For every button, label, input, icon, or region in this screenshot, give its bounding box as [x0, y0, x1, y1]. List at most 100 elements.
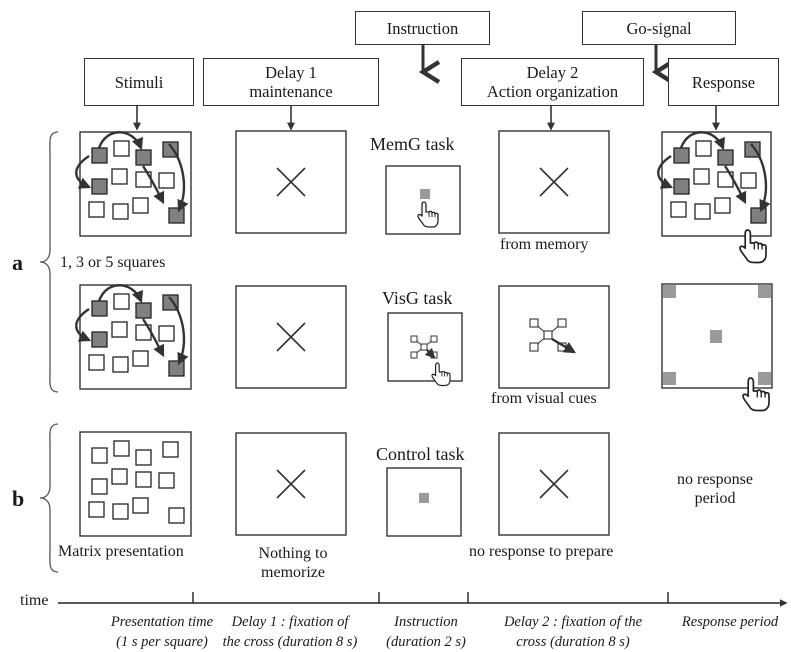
period-response: Response period — [670, 612, 790, 632]
control-instruction-cue — [419, 493, 429, 503]
response-header-text: Response — [691, 72, 756, 92]
period-presentation: Presentation time (1 s per square) — [92, 612, 232, 652]
visg-stimuli-matrix — [75, 284, 189, 377]
memg-response-matrix-square-5 — [693, 168, 710, 185]
visg-stimuli-matrix-path-arrow-2 — [142, 318, 165, 358]
visg-delay2-cue-star — [529, 318, 577, 354]
memg-delay1-cross-stroke-2 — [276, 167, 306, 197]
delay2-header-line2: Action organization — [486, 82, 619, 101]
memg-response-matrix-square-7 — [740, 172, 757, 189]
visg-delay1-cross — [276, 322, 306, 352]
memg-response-matrix — [657, 131, 771, 224]
memg-stimuli-matrix-square-0 — [91, 147, 108, 164]
visg-response-corner-1 — [758, 285, 771, 298]
memg-stimuli-matrix-square-5 — [111, 168, 128, 185]
visg-instruction-cue-star — [410, 335, 438, 359]
control-stimuli-matrix-square-5 — [111, 468, 128, 485]
control-stimuli-matrix-square-8 — [88, 501, 105, 518]
visg-delay1-cross-stroke-2 — [276, 322, 306, 352]
memg-response-matrix-square-0 — [673, 147, 690, 164]
period-instruction-line1: Instruction — [394, 614, 458, 630]
period-presentation-line1: Presentation time — [110, 614, 214, 630]
period-presentation-line2: (1 s per square) — [116, 634, 208, 650]
control-stimuli-matrix-square-1 — [113, 440, 130, 457]
visg-stimuli-matrix-square-8 — [88, 354, 105, 371]
visg-stimuli-matrix-square-1 — [113, 293, 130, 310]
control-task-label: Control task — [376, 444, 465, 464]
memg-stimuli-matrix — [75, 131, 189, 224]
from-memory-label: from memory — [500, 236, 589, 253]
no-response-line2: period — [694, 490, 736, 507]
period-instruction: Instruction (duration 2 s) — [374, 612, 478, 652]
visg-d2-box-0 — [529, 318, 539, 328]
memg-response-matrix-square-8 — [670, 201, 687, 218]
visg-stimuli-matrix-path-arrow-0 — [97, 284, 143, 304]
go-signal-header: Go-signal — [582, 11, 736, 45]
nothing-to-memorize-label: Nothing to memorize — [238, 544, 348, 582]
control-delay1-cross — [276, 469, 306, 499]
visg-instr-box-1 — [430, 335, 438, 343]
memg-stimuli-matrix-square-7 — [158, 172, 175, 189]
control-delay2-cross — [539, 469, 569, 499]
memg-response-matrix-square-9 — [694, 203, 711, 220]
period-delay2-line1: Delay 2 : fixation of the — [503, 614, 643, 630]
visg-stimuli-matrix-square-5 — [111, 321, 128, 338]
visg-response-corner-3 — [758, 372, 771, 385]
from-visual-cues-label: from visual cues — [491, 390, 597, 407]
period-delay1-line2: the cross (duration 8 s) — [222, 634, 358, 650]
visg-stimuli-matrix-square-7 — [158, 325, 175, 342]
control-stimuli-matrix-square-9 — [112, 503, 129, 520]
squares-note: 1, 3 or 5 squares — [60, 254, 166, 271]
row-a-letter: a — [12, 250, 23, 275]
stimuli-header: Stimuli — [84, 58, 194, 106]
period-delay1: Delay 1 : fixation of the cross (duratio… — [205, 612, 375, 652]
visg-stimuli-matrix-square-4 — [91, 331, 108, 348]
instruction-header-text: Instruction — [386, 18, 459, 38]
visg-stimuli-matrix-path-arrow-3 — [75, 308, 92, 342]
instruction-header: Instruction — [355, 11, 490, 45]
period-delay1-line1: Delay 1 : fixation of — [231, 614, 349, 630]
memg-task-label: MemG task — [370, 134, 455, 154]
control-stimuli-matrix-square-7 — [158, 472, 175, 489]
visg-stimuli-matrix-square-0 — [91, 300, 108, 317]
no-response-line1: no response — [677, 471, 753, 488]
no-response-period-label: no response period — [660, 470, 770, 508]
no-response-to-prepare-label: no response to prepare — [469, 543, 614, 560]
memg-delay2-cross — [539, 167, 569, 197]
memg-instruction-cue — [420, 189, 430, 199]
delay1-header: Delay 1 maintenance — [203, 58, 379, 106]
memg-stimuli-matrix-path-arrow-0 — [97, 131, 143, 151]
memg-response-matrix-path-arrow-2 — [724, 165, 747, 205]
visg-d2-box-2 — [529, 342, 539, 352]
delay2-header-line1: Delay 2 — [526, 63, 579, 82]
memg-response-matrix-square-2 — [717, 149, 734, 166]
delay2-header: Delay 2 Action organization — [461, 58, 644, 106]
memg-response-matrix-path-arrow-1 — [750, 143, 771, 213]
delay1-header-line1: Delay 1 — [265, 63, 317, 82]
memg-stimuli-matrix-path-arrow-3 — [75, 155, 92, 189]
visg-response-corner-2 — [663, 372, 676, 385]
memg-response-matrix-square-4 — [673, 178, 690, 195]
memg-stimuli-matrix-square-1 — [113, 140, 130, 157]
memg-stimuli-matrix-square-9 — [112, 203, 129, 220]
memg-stimuli-matrix-square-2 — [135, 149, 152, 166]
matrix-presentation-label: Matrix presentation — [58, 543, 184, 560]
memg-stimuli-matrix-path-arrow-1 — [168, 143, 189, 213]
control-stimuli-matrix-square-6 — [135, 471, 152, 488]
control-stimuli-matrix-square-10 — [132, 497, 149, 514]
visg-instr-box-0 — [410, 335, 418, 343]
visg-instr-box-2 — [410, 351, 418, 359]
memg-stimuli-matrix-path-arrow-2 — [142, 165, 165, 205]
memg-response-matrix-square-1 — [695, 140, 712, 157]
delay1-header-line2: maintenance — [249, 82, 333, 101]
visg-stimuli-matrix-square-10 — [132, 350, 149, 367]
memg-stimuli-matrix-square-11 — [168, 207, 185, 224]
visg-stimuli-matrix-square-9 — [112, 356, 129, 373]
visg-stimuli-matrix-square-11 — [168, 360, 185, 377]
control-stimuli-matrix-square-3 — [162, 441, 179, 458]
control-stimuli-matrix-square-11 — [168, 507, 185, 524]
visg-delay2-frame — [498, 285, 610, 389]
period-delay2-line2: cross (duration 8 s) — [516, 634, 630, 650]
memg-response-matrix-square-10 — [714, 197, 731, 214]
